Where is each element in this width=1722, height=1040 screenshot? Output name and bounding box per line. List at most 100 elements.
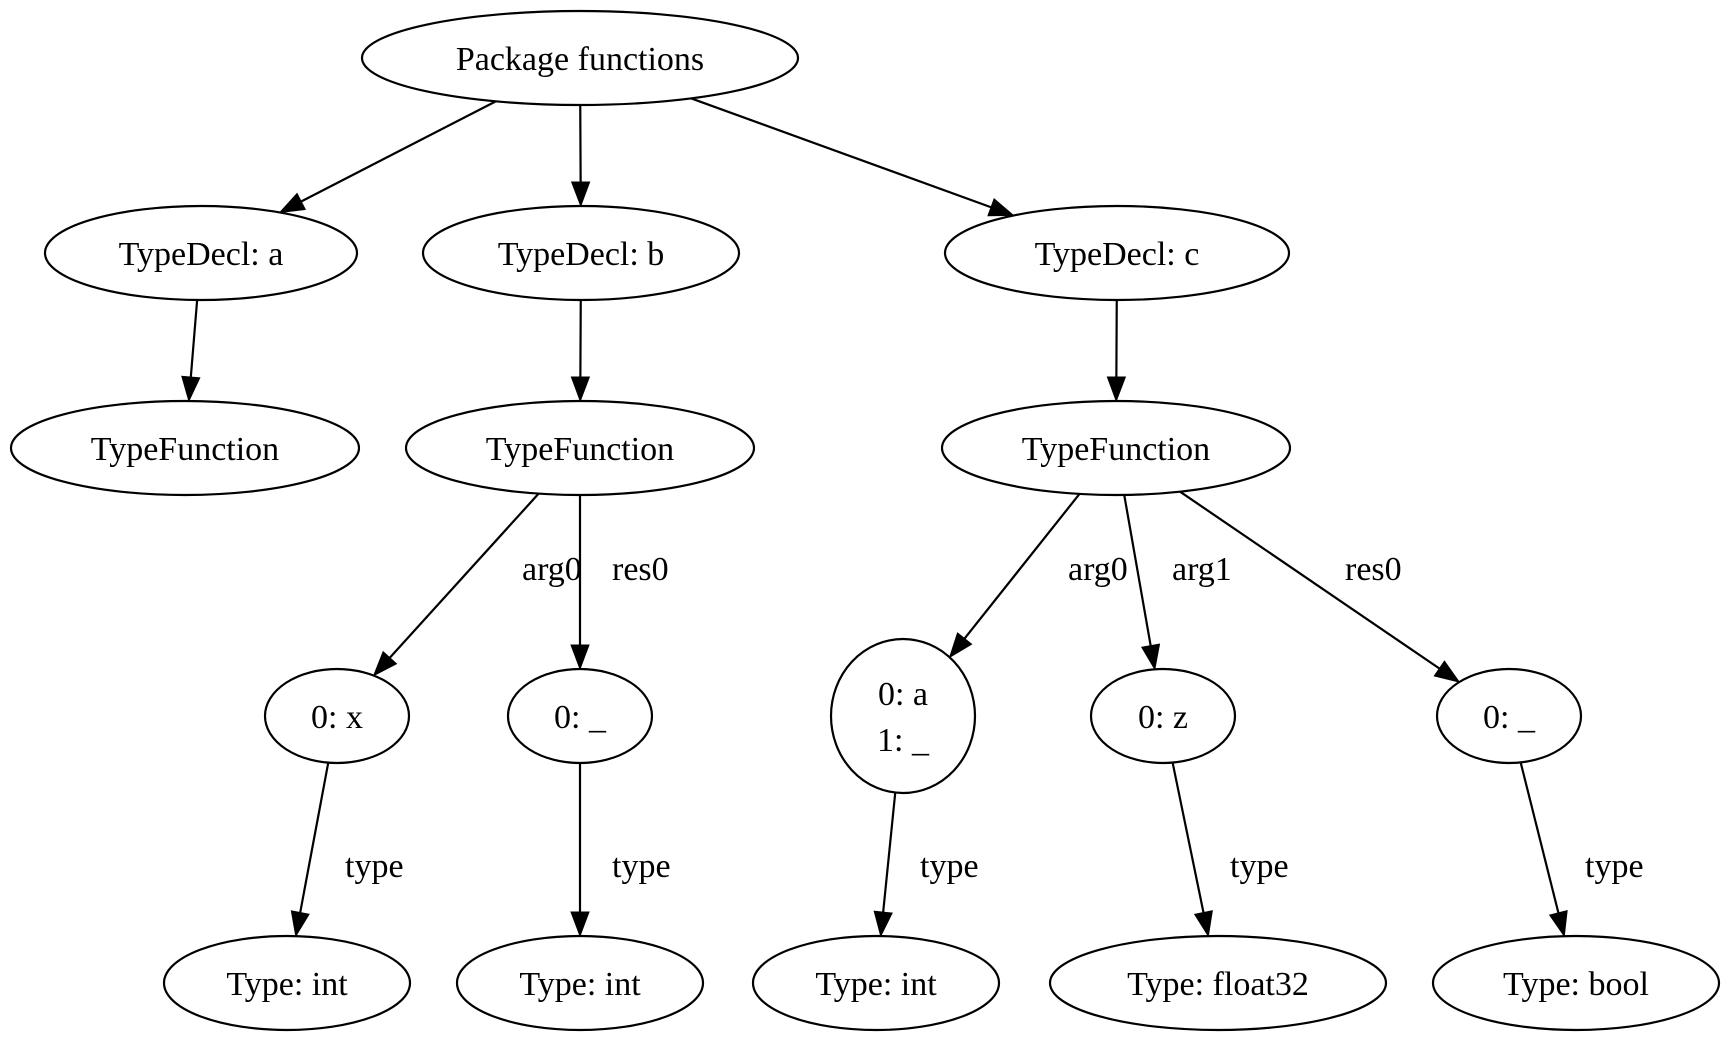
node-t1: Type: int (162, 934, 412, 1032)
edge-label: type (345, 848, 404, 885)
arrowhead-icon (1433, 660, 1461, 683)
node-tdB: TypeDecl: b (421, 204, 741, 302)
edge-label: arg0 (522, 551, 582, 588)
edge-label: type (920, 848, 979, 885)
node-ellipse (421, 204, 741, 302)
node-bRes0: 0: _ (506, 667, 654, 765)
edge-line (963, 493, 1081, 640)
node-ellipse (940, 399, 1292, 497)
edge-tfB-bRes0: res0 (570, 495, 669, 671)
node-ellipse (1048, 934, 1388, 1032)
node-label: 0: a (878, 676, 928, 713)
edge-line (1171, 762, 1205, 913)
arrowhead-icon (570, 644, 590, 671)
edge-tdA-tfA (181, 299, 201, 403)
arrowhead-icon (1106, 376, 1127, 403)
node-tfB: TypeFunction (404, 399, 756, 497)
node-label: TypeFunction (91, 431, 279, 468)
arrowhead-icon (570, 376, 591, 403)
node-label: TypeDecl: a (119, 236, 284, 273)
node-t3: Type: int (751, 934, 1001, 1032)
node-tfC: TypeFunction (940, 399, 1292, 497)
node-ellipse (751, 934, 1001, 1032)
edge-label: arg1 (1172, 551, 1232, 588)
node-label: 0: _ (1483, 699, 1536, 736)
node-ellipse (404, 399, 756, 497)
node-label: TypeFunction (486, 431, 674, 468)
node-root: Package functions (360, 9, 800, 107)
node-label: 1: _ (877, 722, 930, 759)
node-ellipse (360, 9, 800, 107)
edge-label: res0 (612, 551, 669, 588)
node-ellipse (263, 667, 411, 765)
edge-label: type (612, 848, 671, 885)
edge-root-tdC (690, 97, 1015, 217)
node-ellipse (829, 637, 977, 795)
arrowhead-icon (290, 910, 310, 938)
edge-tdB-tfB (570, 299, 591, 403)
node-ellipse (43, 204, 359, 302)
arrowhead-icon (181, 375, 201, 403)
edge-cArg0-t3: type (873, 792, 979, 938)
edge-root-tdA (278, 100, 497, 214)
edge-bRes0-t2: type (570, 763, 671, 938)
node-tfA: TypeFunction (9, 399, 361, 497)
edge-label: arg0 (1068, 551, 1128, 588)
edge-line (1123, 494, 1152, 646)
edge-line (299, 762, 330, 913)
node-bArg0: 0: x (263, 667, 411, 765)
edge-tfC-cRes0: res0 (1179, 490, 1461, 683)
edge-line (1179, 490, 1441, 670)
edge-cArg1-t4: type (1171, 762, 1289, 938)
arrowhead-icon (1141, 643, 1161, 671)
edge-tfB-bArg0: arg0 (372, 492, 582, 677)
edge-tfC-cArg0: arg0 (948, 493, 1128, 659)
node-label: 0: z (1138, 699, 1188, 736)
node-label: TypeFunction (1022, 431, 1210, 468)
node-cArg0: 0: a 1: _ (829, 637, 977, 795)
edge-bArg0-t1: type (290, 762, 404, 938)
node-label: TypeDecl: b (498, 236, 665, 273)
node-tdC: TypeDecl: c (943, 204, 1291, 302)
arrowhead-icon (372, 650, 398, 677)
arrowhead-icon (570, 181, 591, 208)
node-ellipse (1435, 667, 1583, 765)
edge-line (388, 492, 540, 659)
arrowhead-icon (987, 197, 1015, 217)
edge-line (690, 97, 992, 209)
node-ellipse (943, 204, 1291, 302)
edge-line (1519, 762, 1560, 914)
node-ellipse (9, 399, 361, 497)
edge-root-tdB (570, 104, 591, 208)
node-label: Type: bool (1503, 966, 1649, 1003)
edge-tfC-cArg1: arg1 (1123, 494, 1232, 671)
node-t4: Type: float32 (1048, 934, 1388, 1032)
node-t2: Type: int (455, 934, 705, 1032)
node-label: 0: _ (554, 699, 607, 736)
node-ellipse (1431, 934, 1721, 1032)
node-label: TypeDecl: c (1035, 236, 1200, 273)
node-cRes0: 0: _ (1435, 667, 1583, 765)
node-ellipse (455, 934, 705, 1032)
edge-line (300, 100, 497, 203)
edge-line (882, 792, 897, 913)
arrowhead-icon (1548, 910, 1568, 938)
node-t5: Type: bool (1431, 934, 1721, 1032)
arrowhead-icon (948, 632, 973, 659)
node-label: Type: int (519, 966, 641, 1003)
arrowhead-icon (873, 910, 893, 938)
node-label: Type: int (815, 966, 937, 1003)
node-label: Type: int (226, 966, 348, 1003)
edge-cRes0-t5: type (1519, 762, 1644, 938)
edge-label: type (1585, 848, 1644, 885)
arrowhead-icon (1193, 910, 1213, 938)
node-label: Package functions (456, 41, 704, 78)
arrowhead-icon (570, 911, 590, 938)
node-tdA: TypeDecl: a (43, 204, 359, 302)
node-ellipse (506, 667, 654, 765)
node-ellipse (162, 934, 412, 1032)
node-label: 0: x (311, 699, 363, 736)
edge-label: type (1230, 848, 1289, 885)
